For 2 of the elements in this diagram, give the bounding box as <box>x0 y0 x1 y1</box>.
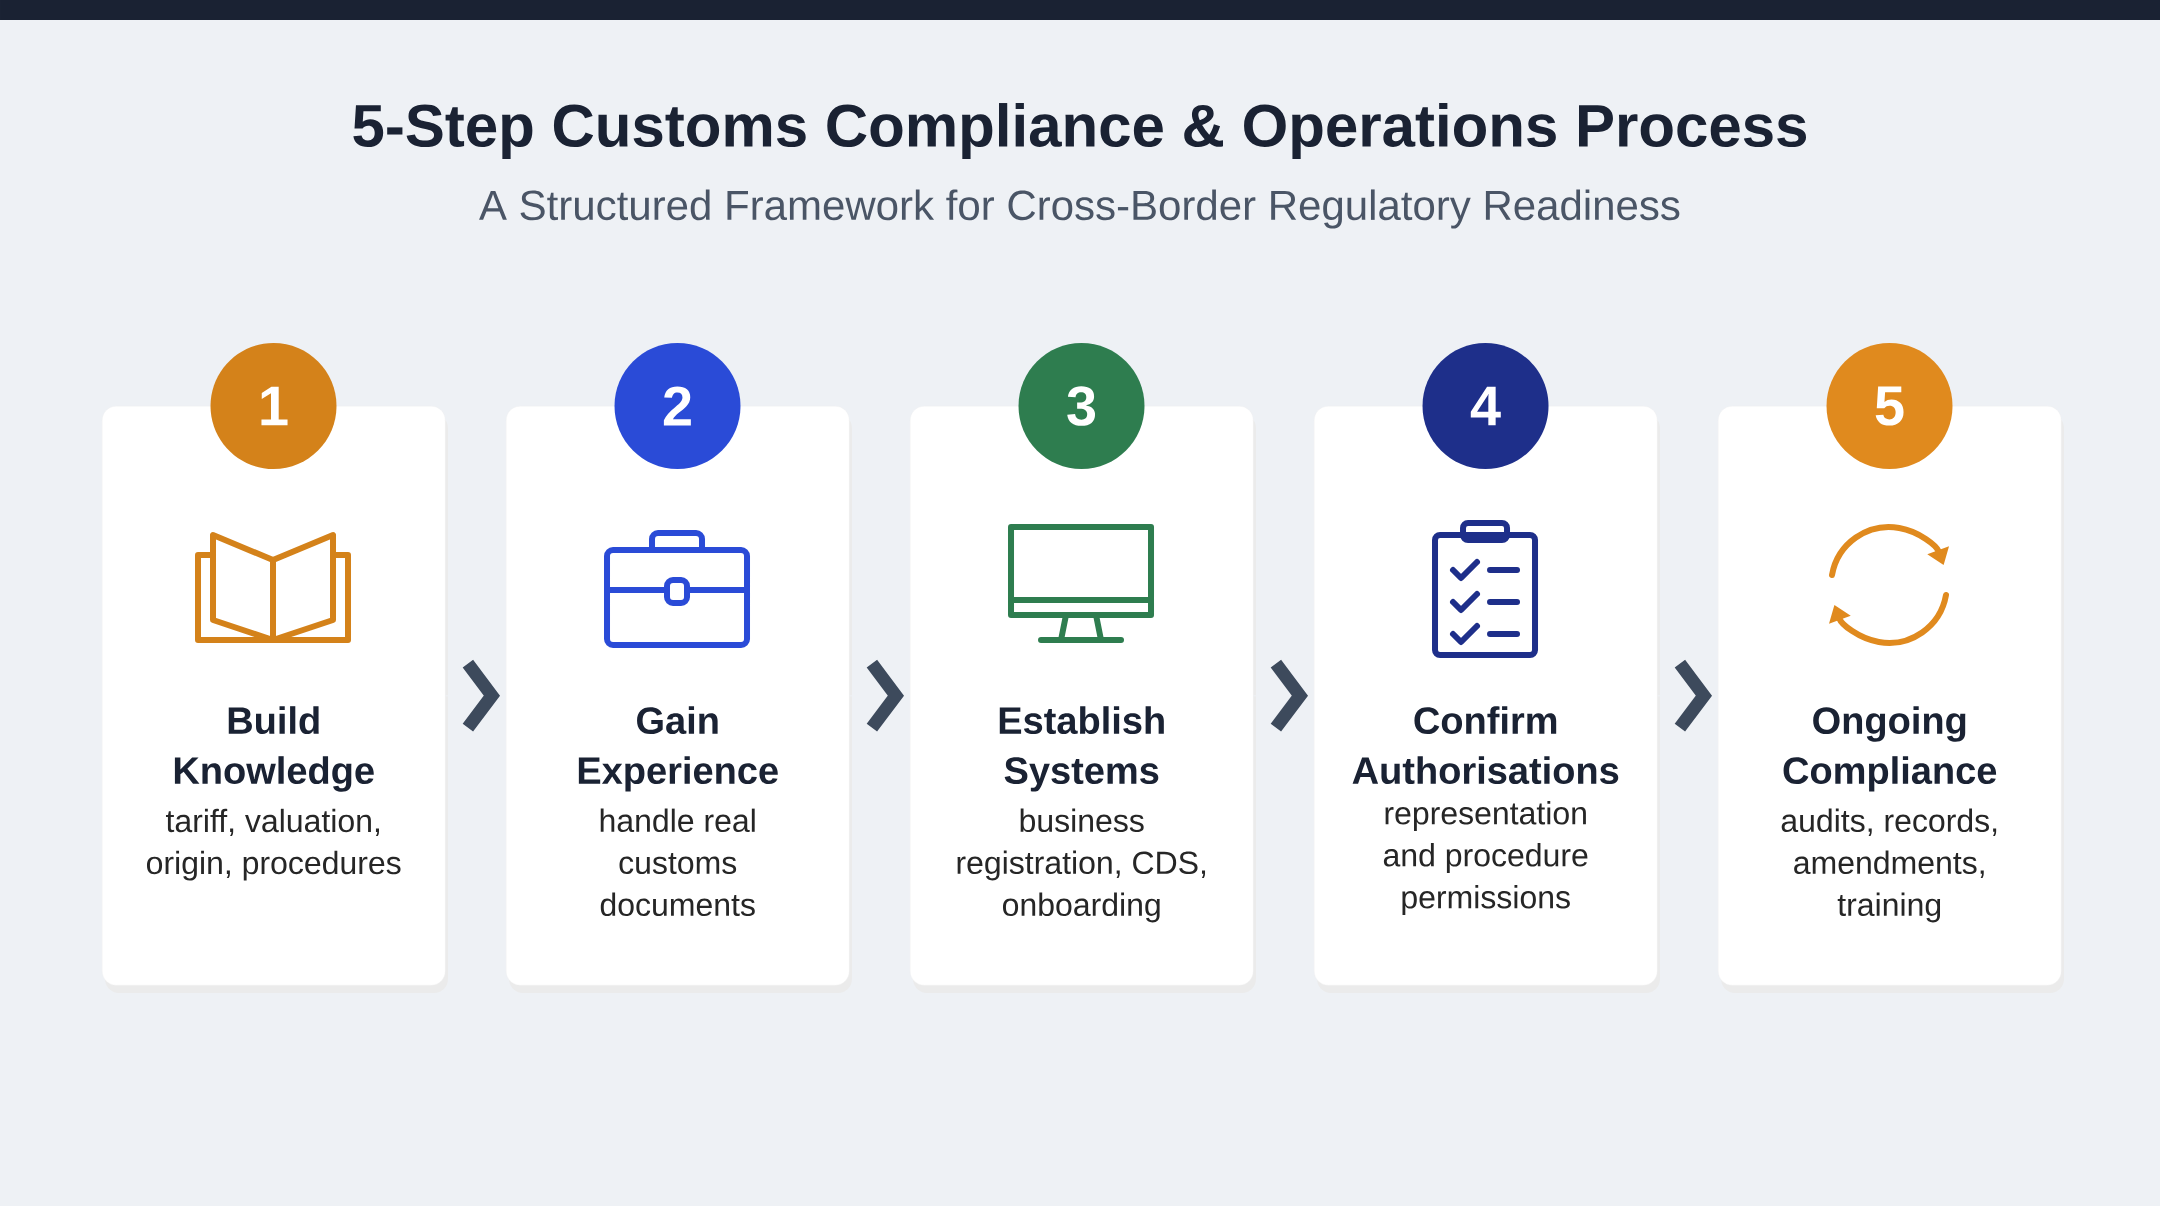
subtitle: A Structured Framework for Cross-Border Regulatory Readiness <box>479 189 1680 229</box>
title: 5-Step Customs Compliance & Operations Process <box>353 103 1806 159</box>
